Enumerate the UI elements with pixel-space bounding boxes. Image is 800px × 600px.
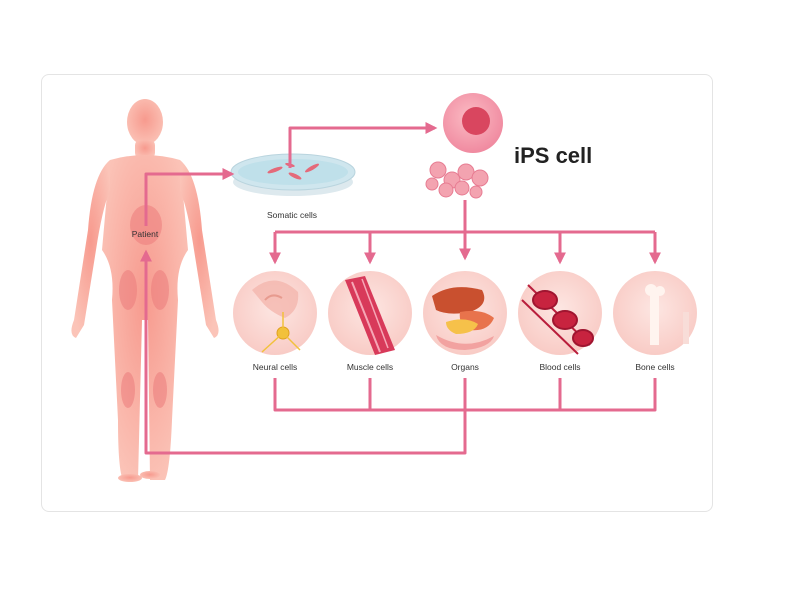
- petri-dish-icon: [230, 153, 356, 196]
- ips-cell-title: iPS cell: [514, 143, 593, 168]
- organs-icon: [423, 271, 507, 355]
- somatic-cells-label: Somatic cells: [266, 210, 318, 220]
- ips-cell-icon: [443, 93, 503, 153]
- patient-label: Patient: [131, 229, 159, 239]
- neural-cells-icon: [233, 271, 317, 355]
- blood-cells-icon: [518, 271, 602, 355]
- bone-cells-label: Bone cells: [635, 362, 675, 372]
- blood-cells-label: Blood cells: [539, 362, 581, 372]
- bone-cells-icon: [613, 271, 697, 355]
- organs-label: Organs: [451, 362, 479, 372]
- cell-cluster-icon: [425, 161, 489, 199]
- muscle-cells-label: Muscle cells: [346, 362, 394, 372]
- flow-arrows: [140, 122, 661, 455]
- muscle-cells-icon: [328, 271, 412, 355]
- neural-cells-label: Neural cells: [252, 362, 298, 372]
